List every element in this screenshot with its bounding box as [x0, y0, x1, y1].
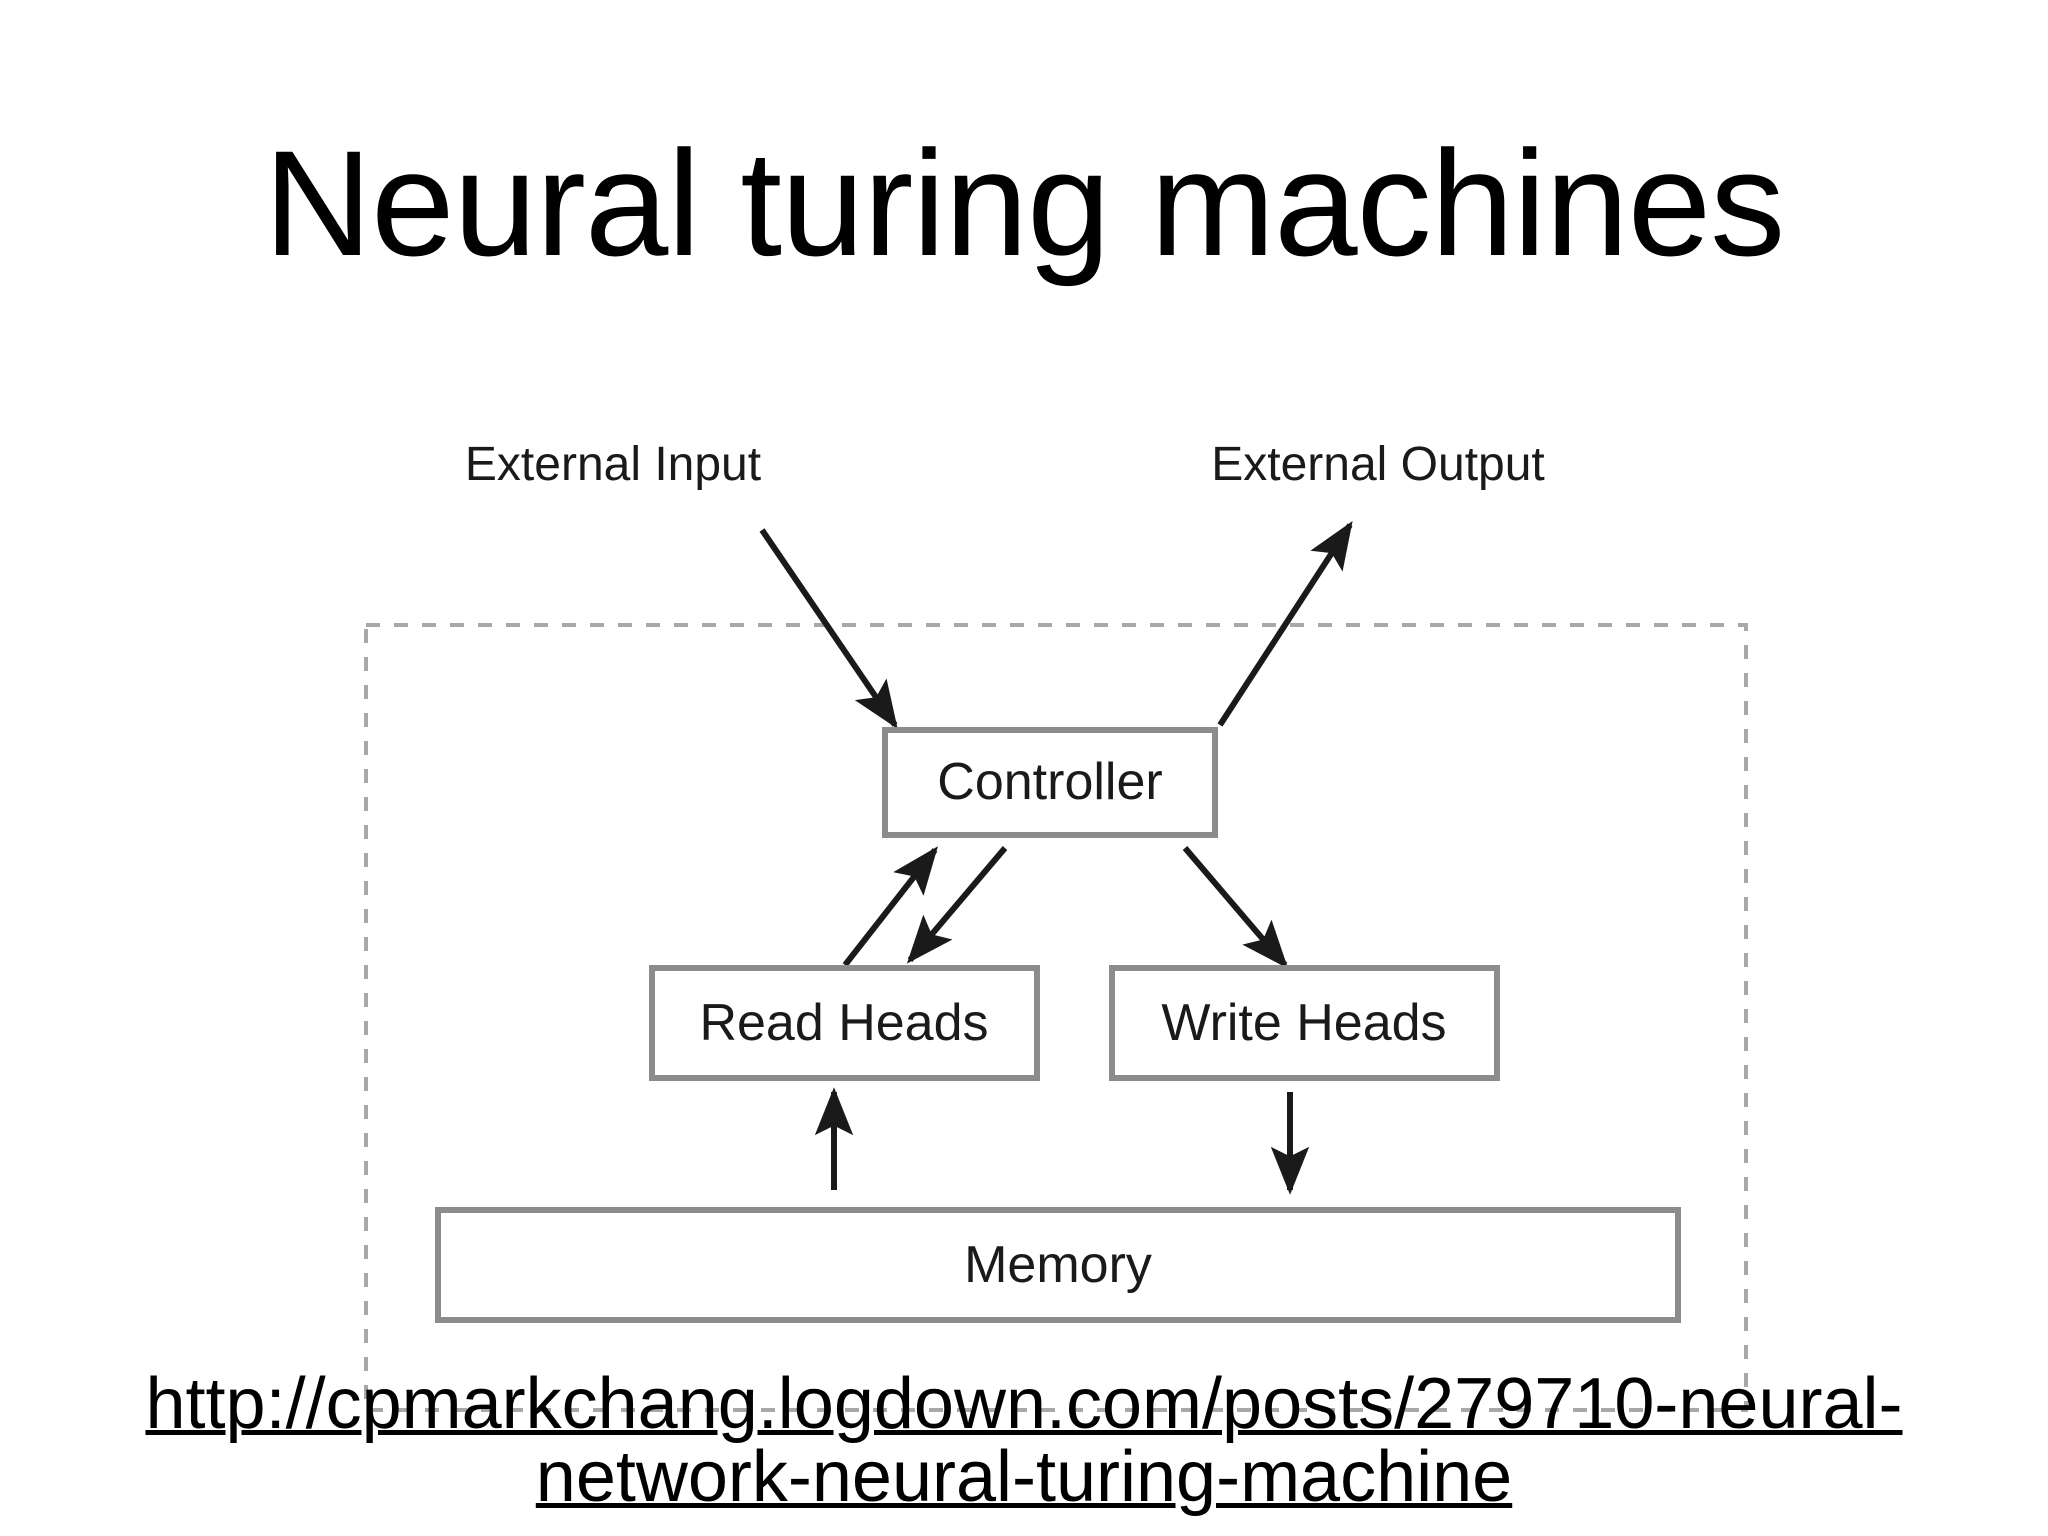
read-heads-box-label: Read Heads — [699, 994, 988, 1052]
arrow-controller-to-read-heads — [906, 846, 1008, 964]
system-boundary-dashed-box — [364, 623, 1748, 1412]
source-url-line-2: network-neural-turing-machine — [535, 1437, 1513, 1518]
controller-box: Controller — [882, 727, 1218, 838]
external-input-label: External Input — [465, 438, 761, 491]
controller-box-label: Controller — [937, 753, 1162, 811]
arrow-controller-to-external-output — [1217, 520, 1353, 727]
write-heads-box: Write Heads — [1109, 965, 1500, 1081]
source-url-link[interactable]: http://cpmarkchang.logdown.com/posts/279… — [0, 1364, 2048, 1518]
page-title: Neural turing machines — [263, 119, 1785, 287]
memory-box-label: Memory — [964, 1236, 1152, 1294]
ntm-architecture-diagram: External Input External Output Controlle… — [330, 420, 1810, 1450]
arrow-external-input-to-controller — [759, 528, 898, 729]
arrow-read-heads-to-controller — [842, 846, 938, 967]
read-heads-box: Read Heads — [649, 965, 1040, 1081]
write-heads-box-label: Write Heads — [1161, 994, 1446, 1052]
source-url-line-1: http://cpmarkchang.logdown.com/posts/279… — [145, 1364, 1903, 1444]
arrow-controller-to-write-heads — [1182, 846, 1289, 969]
memory-box: Memory — [435, 1207, 1681, 1323]
external-output-label: External Output — [1211, 438, 1545, 491]
